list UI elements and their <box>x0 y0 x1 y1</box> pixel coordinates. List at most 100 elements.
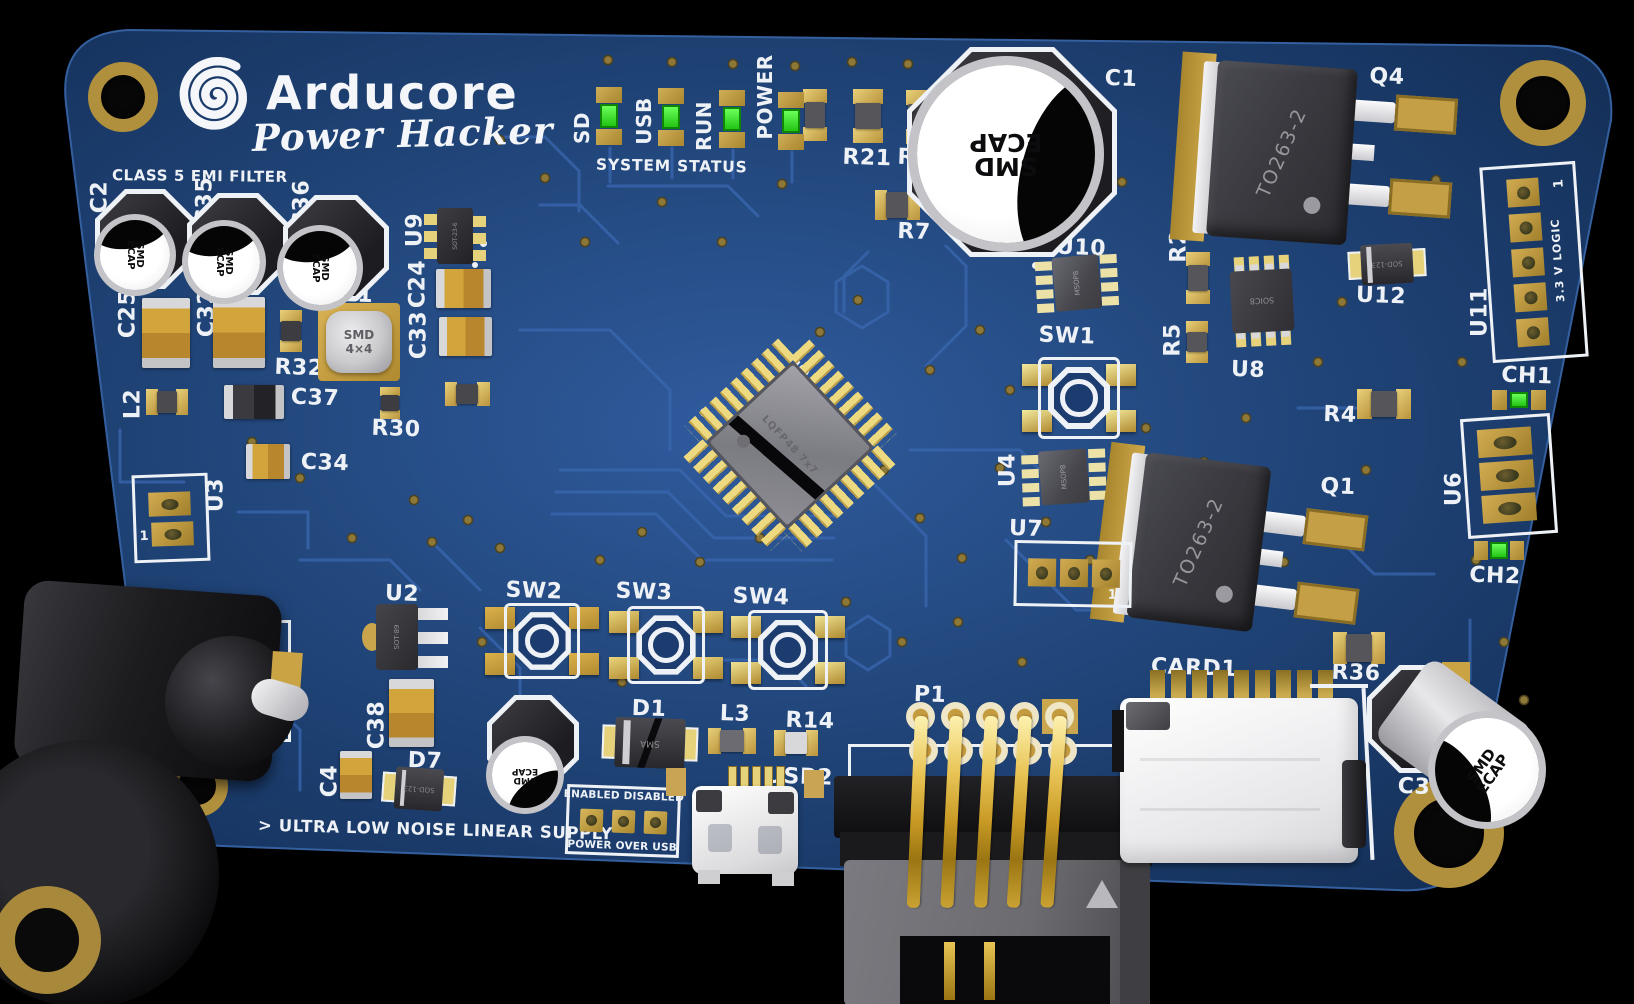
sot23-text: SOT-23-6 <box>451 222 459 250</box>
pad <box>719 131 745 149</box>
hdr-pad-hole <box>1498 501 1522 516</box>
t: SOT-23-6 <box>427 218 483 254</box>
res-body <box>381 395 399 411</box>
silkscreen-label-r21: R21 <box>842 144 892 172</box>
res-body <box>785 732 807 754</box>
switch-pad <box>1022 364 1052 386</box>
component-ch2 <box>1472 537 1526 564</box>
via <box>579 236 591 248</box>
sot89-body: SOT-89 <box>376 604 418 670</box>
silkscreen-label-r32: R32 <box>274 354 324 382</box>
led-chip <box>1490 542 1508 559</box>
via <box>476 636 488 648</box>
pad <box>1186 251 1210 267</box>
silkscreen-label-sw3: SW3 <box>615 578 673 606</box>
idc-pin <box>944 942 955 1000</box>
p1-pin <box>1040 715 1067 908</box>
component-l3 <box>705 725 759 757</box>
hdr-pad <box>148 491 191 517</box>
res-body <box>886 192 908 218</box>
jumper-power-over-usb-label: POWER OVER USB <box>567 838 678 854</box>
pad <box>1185 351 1209 363</box>
component-led_run <box>715 87 749 151</box>
switch-pad <box>569 653 599 675</box>
pad <box>719 89 745 107</box>
usb-pin <box>764 766 773 788</box>
pad <box>1087 448 1106 459</box>
to263-body: TO263-2 <box>1206 60 1358 246</box>
component-c38 <box>383 673 440 753</box>
via <box>727 58 739 70</box>
component-usb2 <box>666 764 888 964</box>
component-rx1 <box>800 86 830 144</box>
hdr-outline <box>131 472 211 564</box>
hole-ring <box>88 62 158 132</box>
tant-body <box>223 385 285 419</box>
component-u3: 1 <box>131 472 211 564</box>
switch-ring <box>648 627 684 663</box>
via <box>656 196 668 208</box>
power-over-usb-jumper: ENABLED DISABLED POWER OVER USB <box>563 784 684 858</box>
switch-pad <box>569 607 599 629</box>
pad <box>1185 321 1209 333</box>
led-chip <box>723 107 741 131</box>
component-hole_tl <box>88 62 158 132</box>
sod-text: SOD-123 <box>1371 259 1403 269</box>
pad <box>279 310 303 322</box>
switch-outline <box>1038 357 1120 439</box>
pad <box>1492 389 1508 411</box>
p1-pin <box>940 715 963 909</box>
via <box>666 56 678 68</box>
pad <box>596 86 622 104</box>
via <box>1016 656 1028 668</box>
silkscreen-label-c3: C3 <box>1397 773 1431 801</box>
usb-shell <box>692 786 798 874</box>
pad <box>658 87 684 105</box>
sod-body: SMA <box>614 716 686 770</box>
sod-body: SOD-123 <box>393 766 445 812</box>
ind-text-2: 4×4 <box>345 342 373 356</box>
pad <box>852 89 884 104</box>
component-idc1 <box>834 744 1156 1004</box>
via <box>776 178 788 190</box>
to263-body: TO263-2 <box>1126 452 1272 633</box>
silkscreen-label-u6: U6 <box>1441 471 1467 507</box>
component-sw4 <box>731 610 845 690</box>
usb-pin <box>752 766 761 788</box>
component-r32 <box>277 308 305 354</box>
silkscreen-label-c34: C34 <box>300 449 350 477</box>
hdr-pad-hole <box>1036 566 1049 580</box>
hdr-pin1: 1 <box>1551 178 1567 189</box>
tant-body <box>142 297 190 369</box>
component-dc1 <box>0 579 313 1004</box>
t: SOD-123 <box>1360 243 1414 286</box>
pad <box>658 129 684 147</box>
usb-tab <box>696 790 722 812</box>
component-ch1 <box>1490 386 1548 414</box>
sd-finger <box>1213 670 1228 700</box>
hdr-pad-hole <box>1518 220 1534 235</box>
silkscreen-label-usb: USB <box>632 97 656 145</box>
dc-ring <box>0 886 101 994</box>
msop-body: MSOP8 <box>1051 254 1103 312</box>
component-d1: SMA <box>601 714 699 771</box>
component-led_sd <box>592 84 626 148</box>
hdr-pad-hole <box>1526 325 1541 340</box>
component-l2 <box>144 386 190 418</box>
hdr-pad <box>1511 247 1545 278</box>
component-r30 <box>377 385 403 421</box>
usb-pin <box>776 766 785 788</box>
tant-body <box>212 296 266 369</box>
led-chip <box>782 109 800 133</box>
silkscreen-label-sw4: SW4 <box>732 583 790 611</box>
component-r21 <box>849 86 887 146</box>
component-rx2 <box>442 379 492 409</box>
pad <box>1509 540 1524 561</box>
component-sw3 <box>609 606 723 684</box>
soic-text: SOIC8 <box>1249 295 1275 307</box>
spiral-icon <box>179 56 247 130</box>
